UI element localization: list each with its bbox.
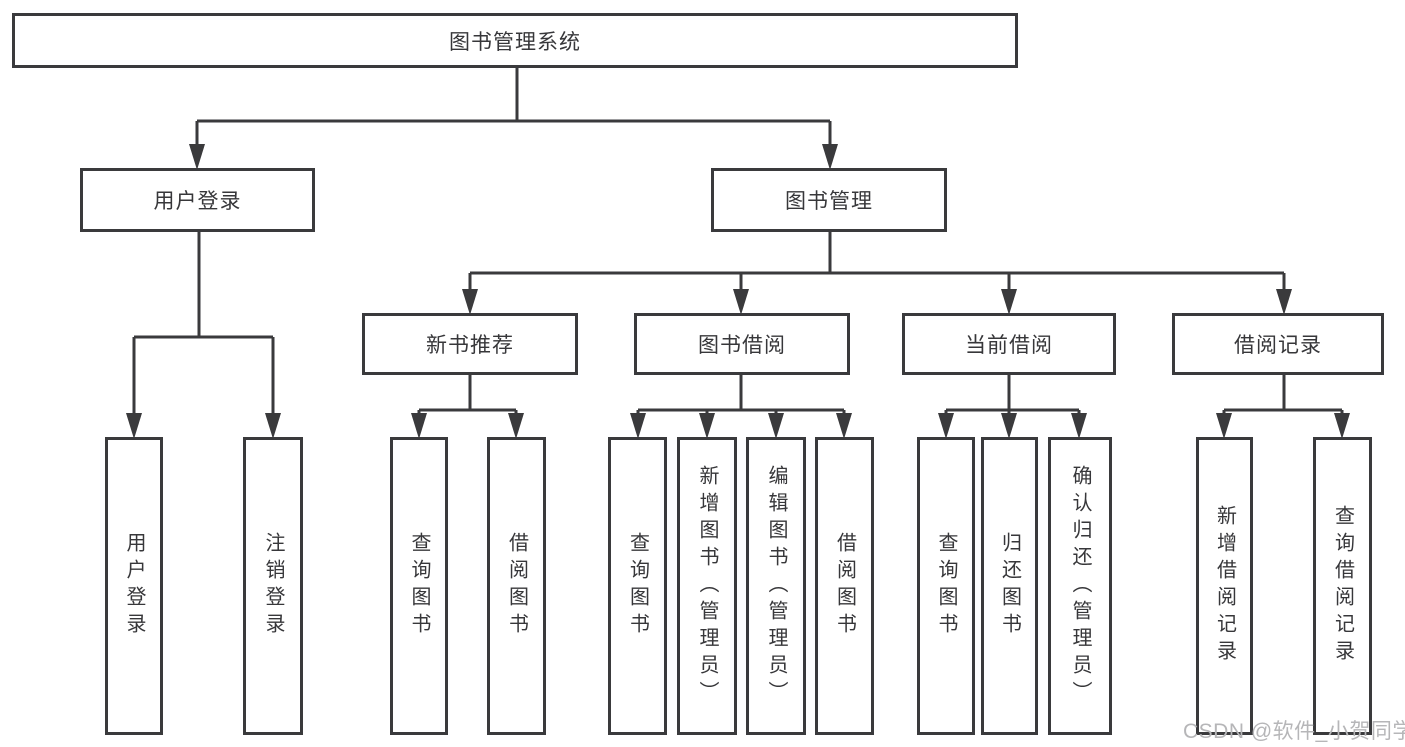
node-book-borrow: 图书借阅 <box>634 313 850 375</box>
leaf-add-borrow-record: 新增借阅记录 <box>1196 437 1253 735</box>
node-new-book-recommend: 新书推荐 <box>362 313 578 375</box>
node-book-management: 图书管理 <box>711 168 947 232</box>
node-user-login-label: 用户登录 <box>153 190 242 213</box>
leaf-user-login-label: 用户登录 <box>123 532 145 640</box>
leaf-query-borrow-record: 查询借阅记录 <box>1313 437 1372 735</box>
node-user-login: 用户登录 <box>80 168 315 232</box>
leaf-new-book-borrow: 借阅图书 <box>487 437 546 735</box>
connector-book-mgmt-to-level3 <box>462 232 1292 315</box>
connector-user-login-leaves <box>126 232 281 439</box>
leaf-borrow-books-label: 借阅图书 <box>833 532 856 640</box>
node-new-book-recommend-label: 新书推荐 <box>426 334 514 357</box>
leaf-user-login: 用户登录 <box>105 437 163 735</box>
leaf-logout: 注销登录 <box>243 437 303 735</box>
node-root-system: 图书管理系统 <box>12 13 1018 68</box>
node-root-label: 图书管理系统 <box>449 30 581 54</box>
leaf-confirm-return-admin-label: 确认归还（管理员） <box>1069 464 1091 708</box>
leaf-current-query-books-label: 查询图书 <box>935 532 957 640</box>
leaf-logout-label: 注销登录 <box>262 532 284 640</box>
leaf-query-borrow-record-label: 查询借阅记录 <box>1331 505 1354 667</box>
leaf-add-books-admin: 新增图书（管理员） <box>677 437 737 735</box>
connector-new-book-leaves <box>411 375 524 439</box>
node-current-borrow: 当前借阅 <box>902 313 1116 375</box>
node-current-borrow-label: 当前借阅 <box>965 334 1053 357</box>
leaf-confirm-return-admin: 确认归还（管理员） <box>1048 437 1112 735</box>
node-book-borrow-label: 图书借阅 <box>698 334 786 357</box>
leaf-new-book-borrow-label: 借阅图书 <box>505 532 528 640</box>
leaf-borrow-query-books-label: 查询图书 <box>626 532 649 640</box>
node-book-management-label: 图书管理 <box>785 190 873 213</box>
node-borrow-records-label: 借阅记录 <box>1234 334 1322 357</box>
connector-borrow-records-leaves <box>1216 375 1350 439</box>
csdn-watermark: CSDN @软件_小贺同学 <box>1183 720 1405 743</box>
connector-root-to-level2 <box>189 68 838 170</box>
leaf-borrow-query-books: 查询图书 <box>608 437 667 735</box>
leaf-add-borrow-record-label: 新增借阅记录 <box>1213 505 1236 667</box>
leaf-edit-books-admin-label: 编辑图书（管理员） <box>765 464 787 708</box>
leaf-return-books-label: 归还图书 <box>998 532 1021 640</box>
leaf-current-query-books: 查询图书 <box>917 437 975 735</box>
leaf-new-book-query: 查询图书 <box>390 437 448 735</box>
leaf-add-books-admin-label: 新增图书（管理员） <box>696 464 718 708</box>
leaf-return-books: 归还图书 <box>981 437 1038 735</box>
leaf-new-book-query-label: 查询图书 <box>408 532 430 640</box>
node-borrow-records: 借阅记录 <box>1172 313 1384 375</box>
leaf-borrow-books: 借阅图书 <box>815 437 874 735</box>
leaf-edit-books-admin: 编辑图书（管理员） <box>746 437 806 735</box>
connector-book-borrow-leaves <box>630 375 852 439</box>
connector-current-borrow-leaves <box>938 375 1087 439</box>
